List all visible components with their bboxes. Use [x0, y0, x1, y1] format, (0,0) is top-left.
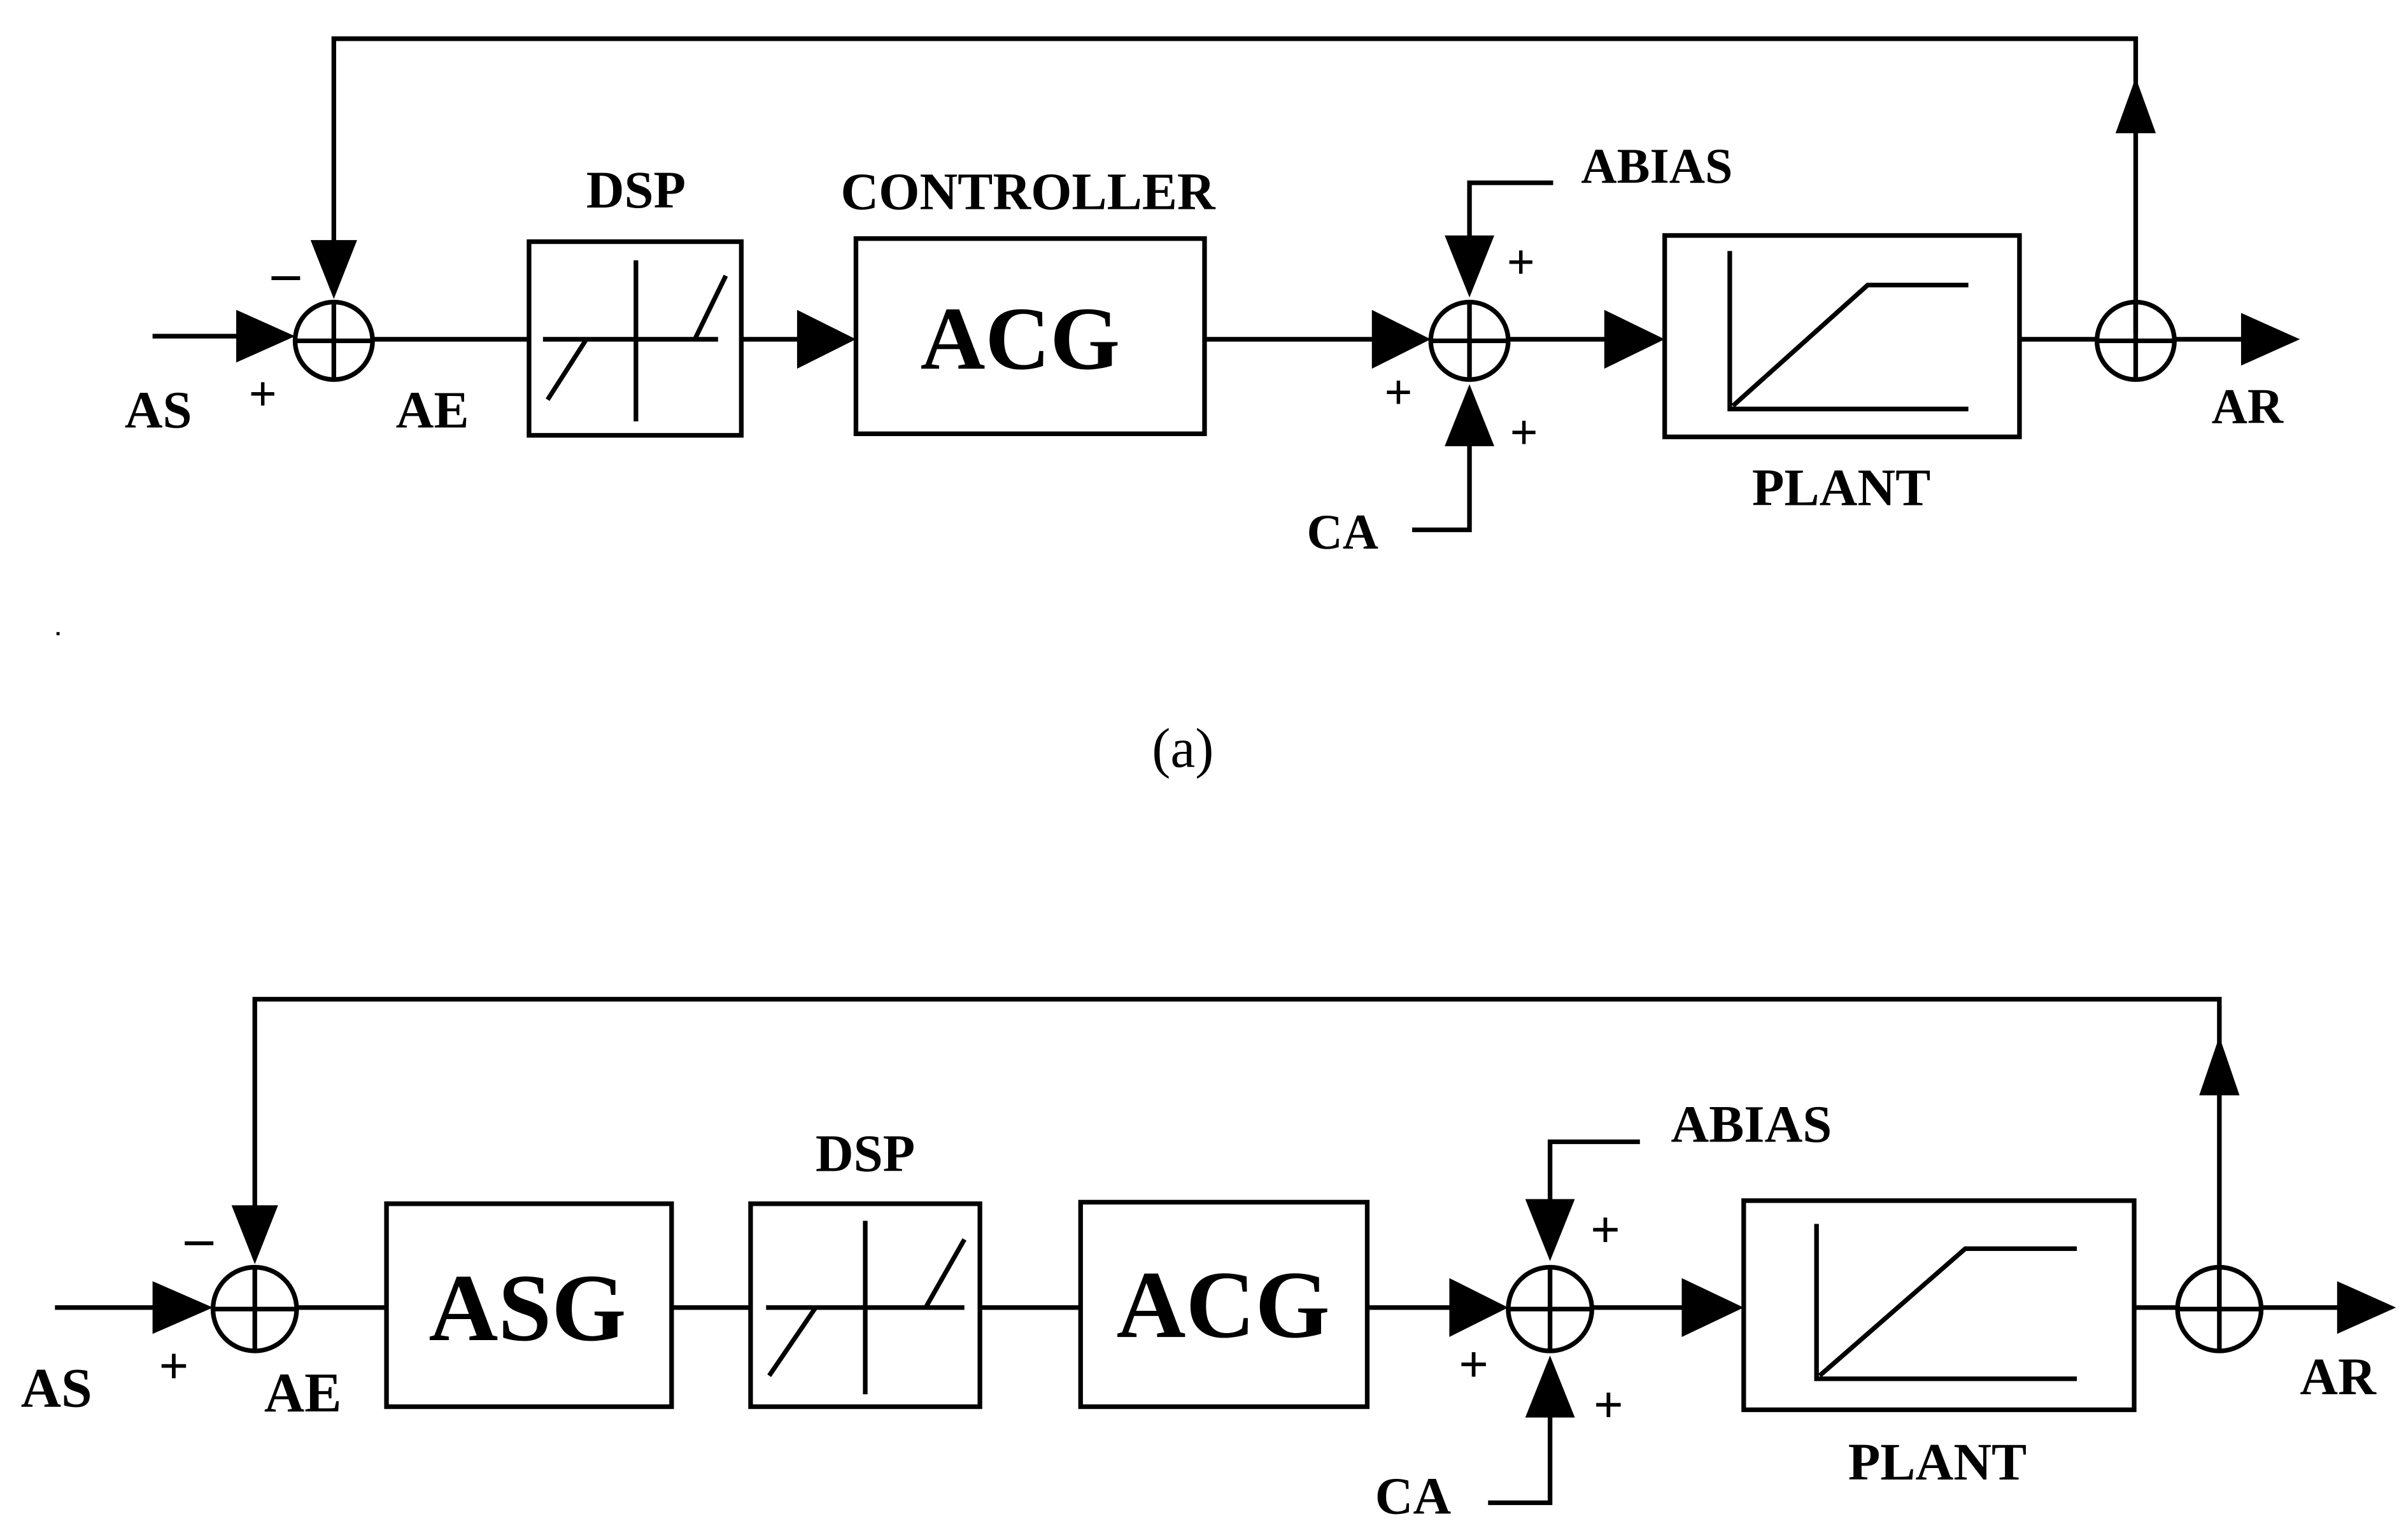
minus-sign-a: –	[271, 241, 301, 303]
abias-line-a	[1467, 180, 1553, 248]
plus-sign-forward-a: +	[1384, 365, 1412, 420]
abias-label-b: ABIAS	[1671, 1094, 1832, 1153]
acg-label-b: ACG	[1117, 1252, 1330, 1358]
summing-junction-output-a	[2094, 299, 2177, 382]
as-label-b: AS	[21, 1357, 92, 1419]
plant-block-a	[1662, 233, 2022, 439]
feedback-arrow-up-b	[2199, 1036, 2240, 1096]
ar-label-a: AR	[2212, 379, 2284, 434]
output-arrow-b	[2337, 1281, 2396, 1334]
scan-speck	[56, 632, 60, 635]
ca-label-a: CA	[1307, 504, 1378, 559]
ae-label-b: AE	[264, 1362, 342, 1423]
arrow-sum-plant-a	[1604, 309, 1665, 369]
ca-line-a	[1412, 441, 1472, 532]
abias-arrow-a	[1445, 235, 1494, 298]
ca-line-b	[1488, 1409, 1553, 1506]
acg-block-a	[853, 236, 1207, 437]
ae-label-a: AE	[396, 381, 469, 439]
dead-zone-icon-b	[766, 1220, 966, 1395]
plus-sign-input-a: +	[248, 367, 276, 421]
as-label-a: AS	[125, 381, 192, 439]
minus-sign-b: –	[185, 1207, 214, 1269]
abias-arrow-b	[1525, 1199, 1575, 1261]
summing-junction-middle-b	[1506, 1264, 1594, 1353]
acg-block-b	[1078, 1199, 1370, 1409]
output-arrow-a	[2240, 313, 2300, 366]
caption-a: (a)	[1152, 717, 1214, 779]
summing-junction-input-a	[292, 299, 375, 382]
feedback-arrow-up-a	[2115, 77, 2156, 134]
diagram-b-labels: DSP ASG ACG ABIAS PLANT CA AS AE AR – + …	[21, 1094, 2377, 1525]
acg-label-a: ACG	[921, 288, 1121, 388]
ca-arrow-a	[1445, 384, 1494, 446]
dsp-label-b: DSP	[816, 1124, 915, 1183]
abias-line-b	[1547, 1139, 1640, 1209]
controller-title-a: CONTROLLER	[840, 162, 1216, 221]
plant-label-a: PLANT	[1752, 458, 1930, 516]
summing-junction-output-b	[2175, 1264, 2264, 1353]
abias-label-a: ABIAS	[1581, 139, 1732, 194]
plus-sign-abias-b: +	[1590, 1200, 1620, 1259]
ca-label-b: CA	[1375, 1466, 1452, 1525]
saturation-icon-b	[1814, 1224, 2077, 1381]
arrow-sum-plant-b	[1681, 1278, 1744, 1338]
feedback-arrow-down-b	[231, 1205, 278, 1264]
diagram-b	[55, 996, 2396, 1506]
ca-arrow-b	[1525, 1355, 1575, 1418]
input-arrow-a	[236, 309, 295, 363]
plus-sign-ca-a: +	[1510, 406, 1538, 460]
asg-label-b: ASG	[428, 1255, 626, 1361]
feedback-path-a	[331, 36, 2139, 334]
input-arrow-b	[152, 1281, 213, 1334]
plus-sign-abias-a: +	[1506, 235, 1534, 290]
feedback-path-b	[252, 996, 2222, 1306]
arrow-dsp-controller-a	[796, 309, 856, 369]
plant-label-b: PLANT	[1848, 1432, 2027, 1491]
plus-sign-forward-b: +	[1459, 1335, 1489, 1394]
plus-sign-ca-b: +	[1594, 1375, 1624, 1434]
ar-label-b: AR	[2300, 1347, 2377, 1406]
summing-junction-middle-a	[1428, 299, 1511, 382]
feedback-arrow-down-a	[310, 240, 357, 299]
plus-sign-input-b: +	[159, 1336, 188, 1395]
diagram-a-labels: DSP CONTROLLER ACG ABIAS PLANT CA AS AE …	[125, 139, 2284, 779]
saturation-icon-a	[1727, 251, 1969, 412]
dead-zone-icon-a	[542, 260, 728, 421]
arrow-acg-sum-b	[1449, 1278, 1508, 1338]
summing-junction-input-b	[210, 1264, 299, 1353]
arrow-controller-sum-a	[1371, 309, 1431, 369]
diagram-a	[152, 36, 2300, 532]
dsp-label-a: DSP	[586, 160, 686, 219]
